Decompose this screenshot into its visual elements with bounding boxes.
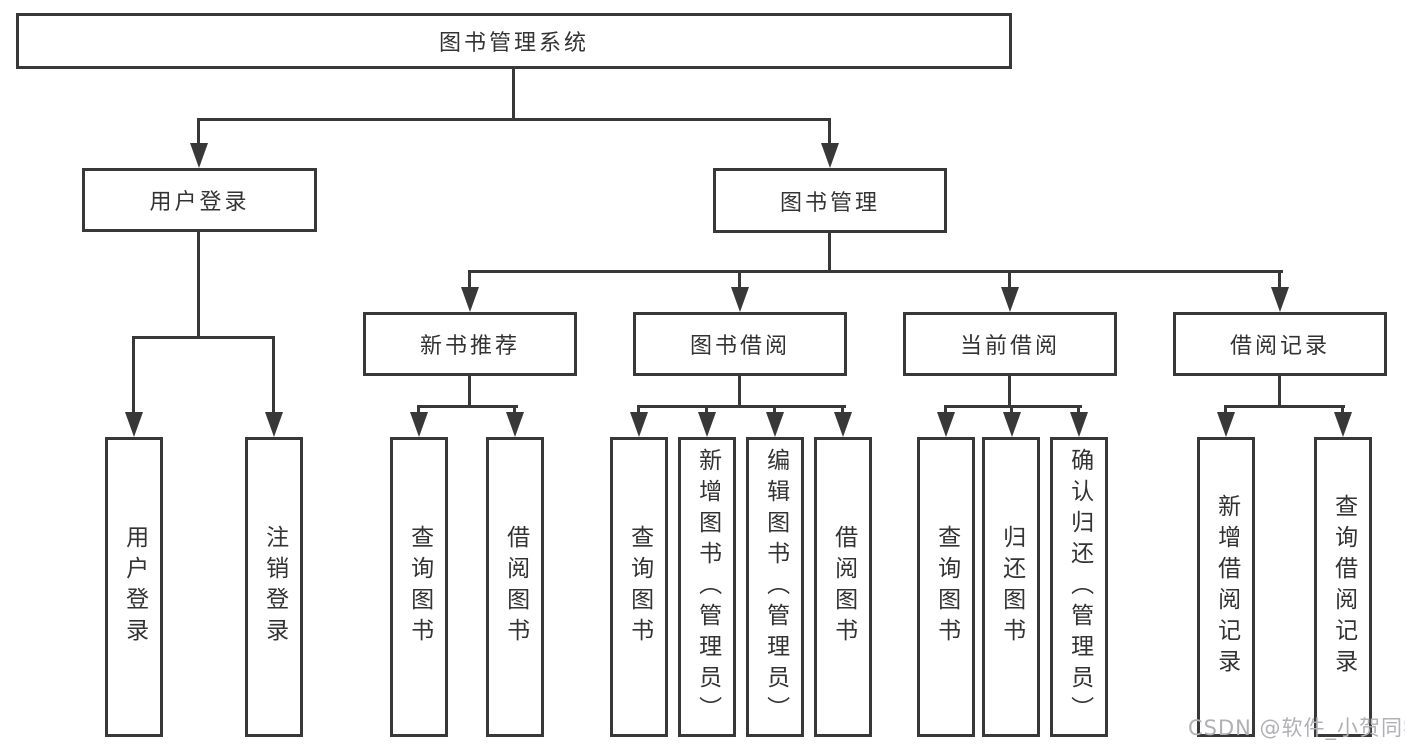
- leaf-edit-books-admin: 编辑图书（管理员）: [746, 437, 804, 737]
- connector-line: [417, 405, 420, 414]
- arrowhead-down: [1334, 412, 1352, 437]
- connector-line: [197, 232, 200, 336]
- connector-line: [132, 336, 275, 339]
- node-user-login: 用户登录: [82, 168, 317, 232]
- csdn-watermark: CSDN @软件_小贺同学: [1188, 716, 1405, 740]
- arrowhead-down: [1003, 412, 1021, 437]
- connector-line: [1224, 405, 1345, 408]
- arrowhead-down: [461, 287, 479, 312]
- leaf-add-borrow-record: 新增借阅记录: [1197, 437, 1255, 737]
- arrowhead-down: [821, 143, 839, 168]
- node-label: 新书推荐: [419, 334, 520, 359]
- connector-line: [1341, 405, 1344, 414]
- leaf-label: 新增借阅记录: [1213, 494, 1240, 680]
- node-book-management: 图书管理: [713, 168, 947, 233]
- connector-line: [828, 118, 831, 145]
- leaf-confirm-return-admin: 确认归还（管理员）: [1050, 437, 1108, 737]
- connector-line: [773, 405, 776, 414]
- connector-line: [1008, 376, 1011, 405]
- connector-line: [512, 69, 515, 118]
- connector-line: [637, 405, 846, 408]
- leaf-logout: 注销登录: [245, 437, 303, 737]
- leaf-label: 借阅图书: [502, 525, 529, 649]
- arrowhead-down: [410, 412, 428, 437]
- arrowhead-down: [834, 412, 852, 437]
- arrowhead-down: [265, 412, 283, 437]
- leaf-label: 注销登录: [261, 525, 288, 649]
- arrowhead-down: [630, 412, 648, 437]
- leaf-query-books: 查询图书: [390, 437, 448, 737]
- connector-line: [272, 336, 275, 414]
- node-label: 当前借阅: [959, 334, 1060, 359]
- leaf-label: 确认归还（管理员）: [1066, 447, 1093, 727]
- connector-line: [1224, 405, 1227, 414]
- connector-line: [513, 405, 516, 414]
- leaf-label: 编辑图书（管理员）: [762, 447, 789, 727]
- arrowhead-down: [766, 412, 784, 437]
- connector-line: [738, 270, 741, 289]
- connector-line: [197, 118, 200, 145]
- leaf-label: 新增图书（管理员）: [694, 447, 721, 727]
- connector-line: [705, 405, 708, 414]
- connector-line: [637, 405, 640, 414]
- connector-line: [1010, 405, 1013, 414]
- node-label: 图书管理: [779, 190, 880, 216]
- arrowhead-down: [731, 287, 749, 312]
- leaf-label: 借阅图书: [830, 525, 857, 649]
- leaf-label: 用户登录: [121, 525, 148, 649]
- connector-line: [468, 270, 471, 289]
- arrowhead-down: [698, 412, 716, 437]
- leaf-label: 查询图书: [933, 525, 960, 649]
- leaf-return-books: 归还图书: [982, 437, 1040, 737]
- arrowhead-down: [937, 412, 955, 437]
- connector-line: [841, 405, 844, 414]
- arrowhead-down: [1217, 412, 1235, 437]
- node-current-borrowing: 当前借阅: [903, 312, 1117, 376]
- leaf-query-books: 查询图书: [917, 437, 975, 737]
- connector-line: [944, 405, 1082, 408]
- connector-line: [1278, 376, 1281, 405]
- arrowhead-down: [506, 412, 524, 437]
- leaf-borrow-books: 借阅图书: [486, 437, 544, 737]
- node-new-book-recommendation: 新书推荐: [363, 312, 577, 376]
- arrowhead-down: [190, 143, 208, 168]
- arrowhead-down: [1070, 412, 1088, 437]
- arrowhead-down: [1271, 287, 1289, 312]
- leaf-label: 查询图书: [406, 525, 433, 649]
- node-label: 借阅记录: [1229, 334, 1330, 359]
- connector-line: [197, 118, 831, 121]
- connector-line: [417, 405, 518, 408]
- connector-line: [468, 376, 471, 405]
- leaf-borrow-books: 借阅图书: [814, 437, 872, 737]
- leaf-add-books-admin: 新增图书（管理员）: [678, 437, 736, 737]
- leaf-query-books: 查询图书: [610, 437, 668, 737]
- leaf-label: 查询借阅记录: [1330, 494, 1357, 680]
- node-label: 用户登录: [149, 190, 250, 215]
- node-label: 图书借阅: [689, 334, 790, 359]
- connector-line: [132, 336, 135, 414]
- connector-line: [1278, 270, 1281, 289]
- connector-line: [1077, 405, 1080, 414]
- leaf-query-borrow-record: 查询借阅记录: [1314, 437, 1372, 737]
- connector-line: [468, 270, 1283, 273]
- connector-line: [738, 376, 741, 405]
- connector-line: [828, 232, 831, 270]
- connector-line: [944, 405, 947, 414]
- arrowhead-down: [125, 412, 143, 437]
- node-library-management-system: 图书管理系统: [16, 13, 1012, 69]
- node-borrowing-records: 借阅记录: [1173, 312, 1387, 376]
- leaf-user-login: 用户登录: [105, 437, 163, 737]
- connector-line: [1008, 270, 1011, 289]
- leaf-label: 归还图书: [998, 525, 1025, 649]
- arrowhead-down: [1001, 287, 1019, 312]
- leaf-label: 查询图书: [626, 525, 653, 649]
- node-label: 图书管理系统: [438, 31, 589, 56]
- node-book-borrowing: 图书借阅: [633, 312, 847, 376]
